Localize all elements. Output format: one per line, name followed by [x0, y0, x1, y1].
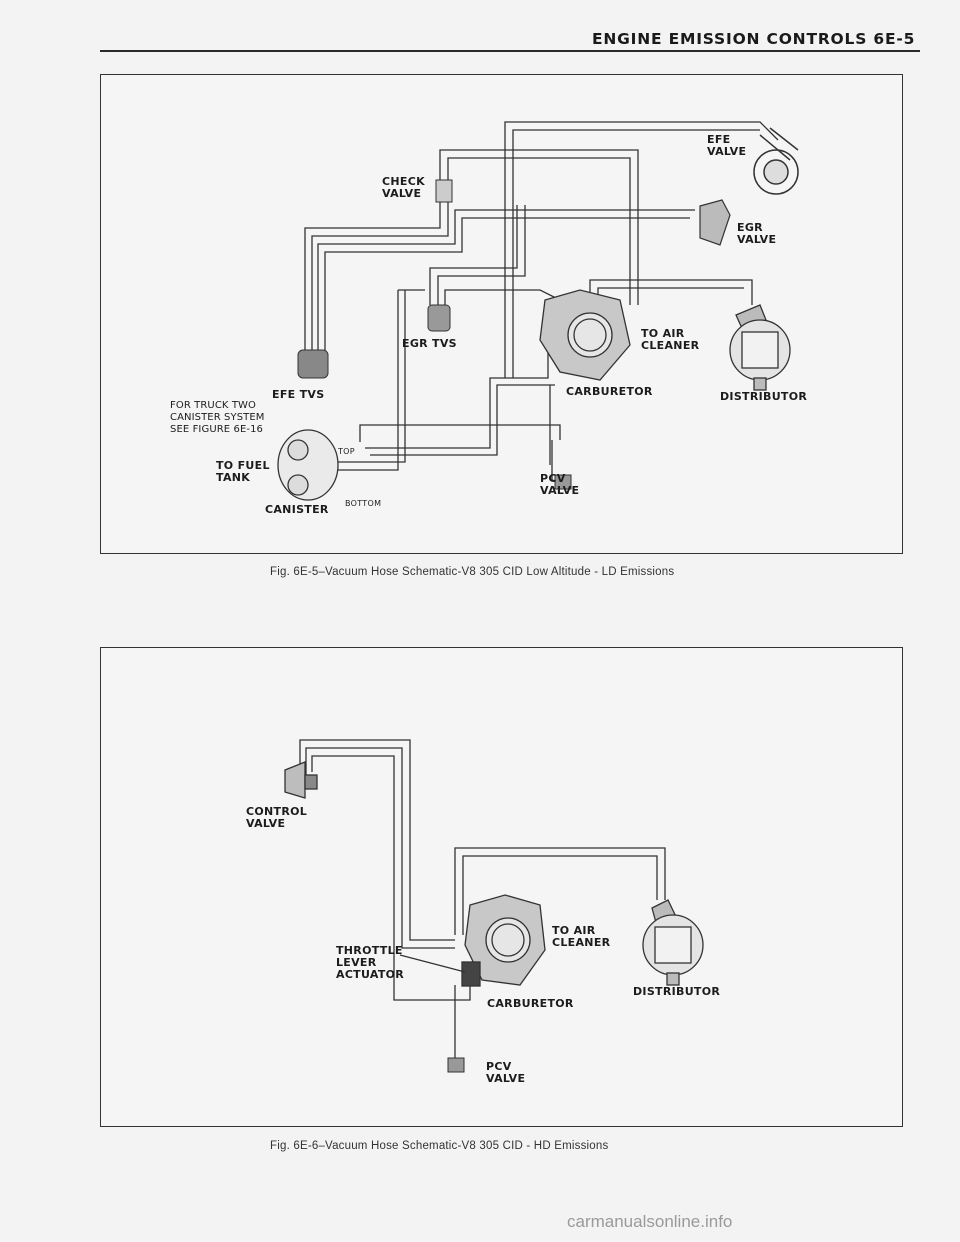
- egr-tvs-label: EGR TVS: [402, 337, 457, 350]
- control-valve-label: CONTROL VALVE: [246, 805, 308, 830]
- throttle-lever-actuator-label: THROTTLE LEVER ACTUATOR: [336, 944, 405, 981]
- egr-valve-label: EGR VALVE: [737, 221, 777, 246]
- to-air-cleaner-label-2: TO AIR CLEANER: [552, 924, 611, 949]
- distributor-label-2: DISTRIBUTOR: [633, 985, 721, 998]
- canister-label: CANISTER: [265, 503, 329, 516]
- canister-top-label: TOP: [338, 447, 355, 456]
- canister-bottom-label: BOTTOM: [345, 499, 382, 508]
- to-fuel-tank-label: TO FUEL TANK: [216, 459, 270, 484]
- pcv-valve-label: PCV VALVE: [540, 472, 580, 497]
- check-valve-label: CHECK VALVE: [382, 175, 425, 200]
- efe-tvs-label: EFE TVS: [272, 388, 325, 401]
- carburetor-label: CARBURETOR: [566, 385, 653, 398]
- page-header: ENGINE EMISSION CONTROLS 6E-5: [592, 30, 916, 48]
- truck-canister-note: FOR TRUCK TWO CANISTER SYSTEM SEE FIGURE…: [170, 400, 265, 435]
- header-rule: [100, 50, 920, 52]
- watermark-text: carmanualsonline.info: [567, 1212, 733, 1231]
- figure-1-caption: Fig. 6E-5–Vacuum Hose Schematic-V8 305 C…: [270, 566, 675, 578]
- figure-2-panel: [100, 647, 903, 1127]
- efe-valve-label: EFE VALVE: [707, 133, 747, 158]
- pcv-valve-label-2: PCV VALVE: [486, 1060, 526, 1085]
- figure-2-caption: Fig. 6E-6–Vacuum Hose Schematic-V8 305 C…: [270, 1140, 609, 1152]
- to-air-cleaner-label: TO AIR CLEANER: [641, 327, 700, 352]
- carburetor-label-2: CARBURETOR: [487, 997, 574, 1010]
- distributor-label: DISTRIBUTOR: [720, 390, 808, 403]
